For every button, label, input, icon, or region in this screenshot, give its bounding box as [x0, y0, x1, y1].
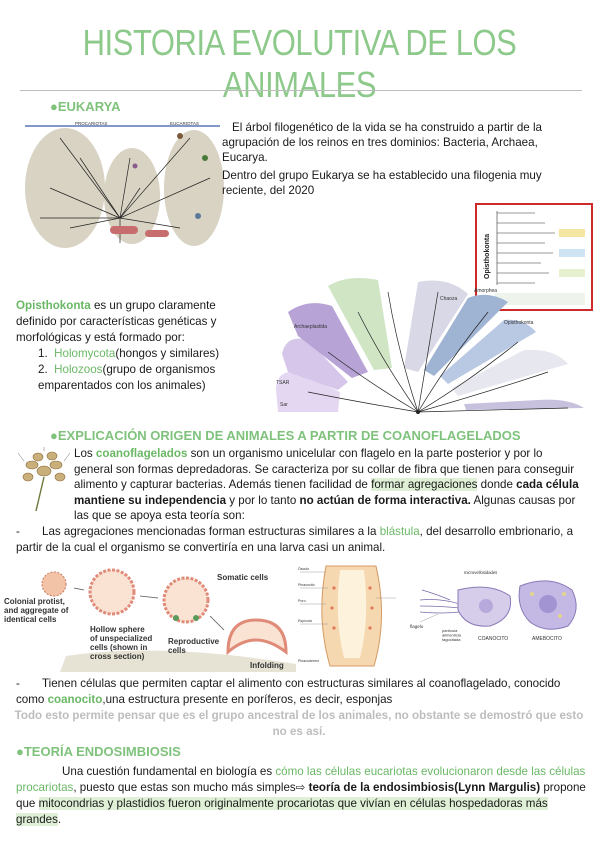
endo-question-term: cómo las células eucariotas evolucionaro…	[16, 765, 586, 794]
micro-label: microvellosidades	[464, 570, 497, 575]
eukarya-text-2: Dentro del grupo Eukarya se ha estableci…	[222, 169, 542, 197]
svg-text:Sar: Sar	[280, 402, 288, 408]
opisthokonta-term: Opisthokonta	[16, 299, 91, 312]
coano-bullet-1: -Las agregaciones mencionadas forman est…	[16, 525, 574, 554]
fan-label-opisthokonta: Opisthokonta	[504, 320, 534, 326]
coano-p1-a: Los	[74, 447, 96, 460]
endo-highlight: mitocondrias y plastidios fueron origina…	[16, 797, 548, 826]
bullet1-b: , del desarrollo embrionario, a partir d…	[16, 525, 574, 554]
endo-p-c: propone que	[16, 781, 586, 810]
coano-p1-b: son un organismo unicelular con flagelo …	[74, 447, 575, 491]
flagelo-label: flagelo	[410, 624, 424, 629]
inset-opisthokonta-label: Opisthokonta	[484, 234, 491, 279]
item-number: 2.	[38, 363, 48, 376]
svg-text:Pinacodermo: Pinacodermo	[298, 659, 319, 663]
holomycota-term: Holomycota	[54, 347, 116, 360]
prokaryotes-label: PROCARIOTAS	[75, 121, 107, 126]
title-divider	[20, 90, 582, 91]
coano-paragraph: Los coanoflagelados son un organismo uni…	[74, 446, 582, 524]
item-number: 1.	[38, 347, 48, 360]
svg-text:Poro: Poro	[298, 599, 306, 603]
item-rest: (grupo de organismos emparentados con lo…	[38, 363, 216, 392]
somatic-label: Somatic cells	[217, 573, 269, 582]
coanocito-label: COANOCITO	[478, 636, 508, 642]
holozoos-term: Holozoos	[54, 363, 103, 376]
fan-label-archaeplastida: Archaeplastida	[294, 324, 327, 330]
svg-text:Espícula: Espícula	[298, 619, 312, 623]
coanocito-term: coanocito	[47, 692, 103, 706]
endo-p-a: Una cuestión fundamental en biología es	[62, 765, 276, 778]
opisthokonta-item-1: 1. Holomycota(hongos y similares)	[38, 346, 248, 362]
amebocito-label: AMEBOCITO	[532, 636, 562, 642]
opisthokonta-paragraph: Opisthokonta es un grupo claramente defi…	[16, 298, 236, 346]
bullet2-a: Tienen células que permiten captar el al…	[16, 677, 561, 706]
endo-heading: ●TEORÍA ENDOSIMBIOSIS	[16, 744, 181, 759]
eukarya-text-1: El árbol filogenético de la vida se ha c…	[222, 121, 542, 164]
opisthokonta-item-2: 2. Holozoos(grupo de organismos emparent…	[38, 362, 248, 394]
infolding-label: Infolding	[250, 661, 284, 670]
endo-p-d: .	[57, 813, 62, 826]
coano-p1-d: y por lo tanto	[226, 493, 300, 507]
eukarya-phylogeny-inset: Opisthokonta	[475, 203, 593, 311]
bullet2-b: ,una estructura presente en poríferos, e…	[102, 692, 393, 706]
bullet1-a: Las agregaciones mencionadas forman estr…	[42, 525, 380, 538]
coano-bold-independencia: cada célula mantiene su independencia	[74, 478, 579, 507]
blastula-term: blástula	[379, 525, 420, 538]
coano-p1-c: donde	[477, 478, 517, 491]
item-rest: (hongos y similares)	[115, 347, 220, 360]
coano-p1-e: Algunas causas por las que se apoya esta…	[74, 493, 576, 523]
formar-agregaciones-highlight: formar agregaciones	[371, 478, 478, 491]
endo-paragraph: Una cuestión fundamental en biología es …	[16, 764, 586, 828]
fan-label-tsar: TSAR	[276, 380, 290, 386]
eukaryote-fan-phylogeny: Sar TSAR Archaeplastida Chaoza Amorphea …	[276, 278, 584, 414]
opisthokonta-desc: es un grupo claramente definido por cara…	[16, 299, 217, 344]
coano-heading: ●EXPLICACIÓN ORIGEN DE ANIMALES A PARTIR…	[50, 428, 521, 443]
eukaryotes-label: EUCARIOTAS	[170, 121, 199, 126]
coanoflagelados-term: coanoflagelados	[95, 447, 188, 460]
endo-p-b: , puesto que estas son mucho más simples…	[73, 781, 309, 794]
choanoflagellate-colony-image	[17, 447, 71, 512]
page-title: HISTORIA EVOLUTIVA DE LOS ANIMALES	[82, 22, 517, 105]
faded-conclusion: Todo esto permite pensar que es el grupo…	[14, 709, 584, 738]
coano-bullet-2: -Tienen células que permiten captar el a…	[16, 677, 561, 706]
tree-of-life-image: PROCARIOTAS EUCARIOTAS	[25, 121, 224, 248]
svg-text:Pinacocito: Pinacocito	[298, 583, 315, 587]
coano-bold-interactiva: no actúan de forma interactiva.	[299, 493, 471, 507]
endo-theory-bold: teoría de la endosimbiosis(Lynn Margulis…	[308, 781, 541, 794]
fan-label-amorphea: Amorphea	[474, 288, 497, 294]
eukarya-heading: ●EUKARYA	[50, 99, 121, 114]
fan-label-chaoza: Chaoza	[440, 296, 457, 302]
svg-text:Ósculo: Ósculo	[298, 566, 309, 571]
svg-text:Colonial protist,and aggregate: Colonial protist,and aggregate ofidentic…	[4, 597, 69, 624]
